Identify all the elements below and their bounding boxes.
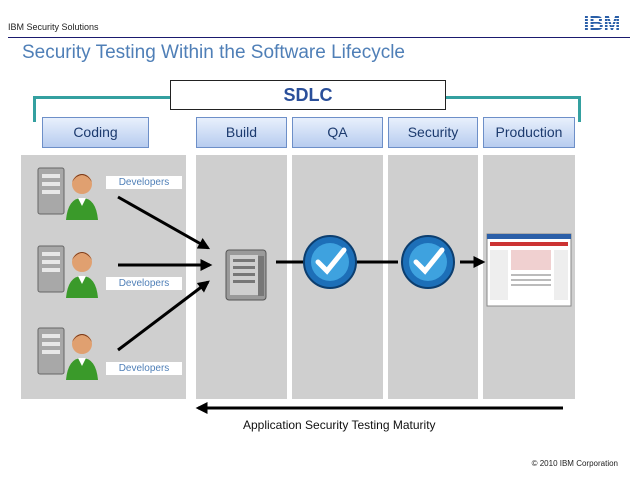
phase-qa: QA — [292, 117, 383, 148]
build-server-icon — [225, 249, 267, 301]
arrow-developer-3-to-build — [117, 280, 210, 352]
copyright: © 2010 IBM Corporation — [531, 459, 618, 468]
security-scan-badge-icon — [401, 235, 455, 289]
phase-security: Security — [388, 117, 478, 148]
ibm-logo: IBM — [580, 13, 624, 38]
web-application-screenshot-icon — [486, 233, 572, 307]
developers-label-1: Developers — [106, 176, 182, 189]
sdlc-label: SDLC — [170, 80, 446, 110]
phase-build: Build — [196, 117, 287, 148]
developers-label-2: Developers — [106, 277, 182, 290]
phase-coding: Coding — [42, 117, 149, 148]
header-divider — [8, 37, 630, 38]
developer-workstation-icon-1 — [37, 167, 98, 220]
maturity-label: Application Security Testing Maturity — [243, 418, 436, 432]
qa-scan-badge-icon — [303, 235, 357, 289]
developer-workstation-icon-2 — [37, 245, 98, 298]
developer-workstation-icon-3 — [37, 327, 98, 380]
slide-title: Security Testing Within the Software Lif… — [22, 42, 405, 63]
ibm-logo-text: IBM — [584, 13, 621, 33]
header-company: IBM Security Solutions — [8, 22, 99, 32]
phase-production: Production — [483, 117, 575, 148]
arrow-developer-1-to-build — [117, 195, 211, 250]
developers-label-3: Developers — [106, 362, 182, 375]
